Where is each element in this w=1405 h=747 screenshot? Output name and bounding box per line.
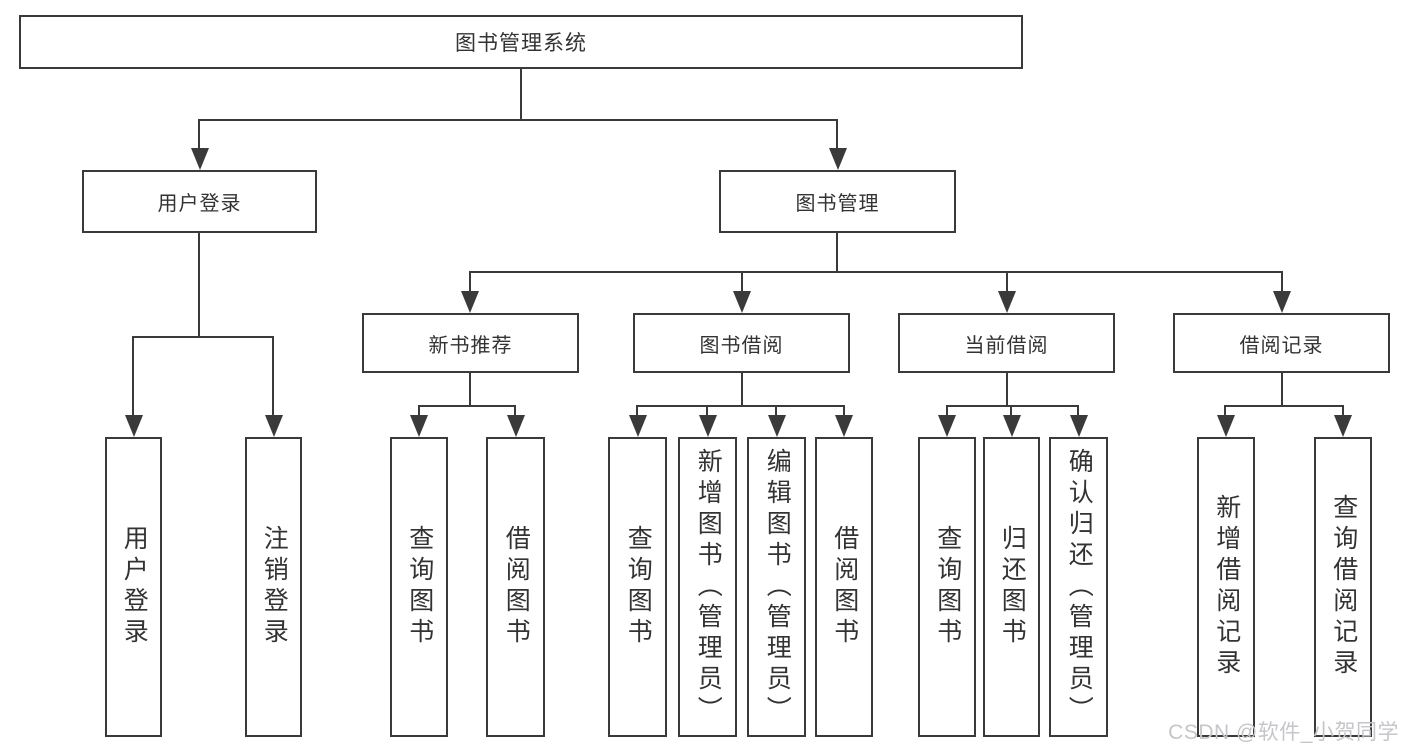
connector-current-branch: [946, 405, 1079, 407]
leaf-query-books-current: 查询图书: [918, 437, 976, 737]
arrowhead-down-borrow-books-recommend: [507, 415, 525, 437]
leaf-user-login: 用户登录: [105, 437, 162, 737]
arrowhead-down-user-login: [191, 148, 209, 170]
leaf-add-borrow-record-label: 新增借阅记录: [1212, 494, 1241, 680]
node-book-borrowing: 图书借阅: [633, 313, 850, 373]
connector-stem-leaf-logout: [272, 336, 274, 417]
leaf-confirm-return-admin: 确认归还（管理员）: [1049, 437, 1108, 737]
connector-stem-current-borrowing: [1006, 271, 1008, 293]
connector-user-login-trunk: [198, 233, 200, 337]
leaf-user-login-label: 用户登录: [120, 525, 149, 649]
arrowhead-down-confirm-return-admin: [1070, 415, 1088, 437]
leaf-logout: 注销登录: [245, 437, 302, 737]
leaf-query-books-recommend-label: 查询图书: [405, 525, 434, 649]
leaf-add-borrow-record: 新增借阅记录: [1197, 437, 1255, 737]
leaf-borrow-books-borrowing: 借阅图书: [815, 437, 873, 737]
arrowhead-down-leaf-logout: [265, 415, 283, 437]
connector-root-trunk: [520, 69, 522, 121]
connector-book-management-trunk: [836, 233, 838, 273]
watermark: CSDN @软件_小贺同学: [1168, 721, 1399, 744]
arrowhead-down-query-borrow-record: [1334, 415, 1352, 437]
connector-current-trunk: [1006, 373, 1008, 406]
connector-borrowing-trunk: [741, 373, 743, 406]
leaf-borrow-books-recommend: 借阅图书: [486, 437, 545, 737]
connector-stem-user-login: [198, 119, 200, 150]
connector-stem-leaf-user-login: [132, 336, 134, 417]
connector-stem-query-borrow-record: [1342, 405, 1344, 417]
leaf-query-books-borrowing: 查询图书: [608, 437, 667, 737]
connector-stem-borrow-books-borrowing: [843, 405, 845, 417]
node-root: 图书管理系统: [19, 15, 1023, 69]
leaf-query-borrow-record-label: 查询借阅记录: [1329, 494, 1358, 680]
connector-stem-book-management: [836, 119, 838, 150]
arrowhead-down-borrow-books-borrowing: [835, 415, 853, 437]
arrowhead-down-return-books: [1003, 415, 1021, 437]
connector-stem-borrowing-records: [1281, 271, 1283, 293]
node-borrowing-records: 借阅记录: [1173, 313, 1390, 373]
arrowhead-down-add-book-admin: [699, 415, 717, 437]
node-current-borrowing: 当前借阅: [898, 313, 1115, 373]
connector-stem-add-borrow-record: [1224, 405, 1226, 417]
connector-level3-branch: [469, 271, 1283, 273]
connector-stem-borrow-books-recommend: [514, 405, 516, 417]
node-book-management-label: 图书管理: [795, 193, 880, 215]
arrowhead-down-query-books-borrowing: [629, 415, 647, 437]
node-new-book-recommend: 新书推荐: [362, 313, 579, 373]
node-book-management: 图书管理: [719, 170, 956, 233]
connector-stem-query-books-recommend: [418, 405, 420, 417]
arrowhead-down-book-borrowing: [733, 291, 751, 313]
arrowhead-down-query-books-current: [938, 415, 956, 437]
node-root-label: 图书管理系统: [455, 32, 587, 55]
leaf-add-book-admin-label: 新增图书（管理员）: [694, 447, 723, 727]
arrowhead-down-book-management: [829, 148, 847, 170]
arrowhead-down-edit-book-admin: [768, 415, 786, 437]
arrowhead-down-leaf-user-login: [125, 415, 143, 437]
leaf-query-borrow-record: 查询借阅记录: [1314, 437, 1372, 737]
leaf-borrow-books-borrowing-label: 借阅图书: [830, 525, 859, 649]
node-user-login: 用户登录: [82, 170, 317, 233]
connector-records-trunk: [1281, 373, 1283, 406]
connector-stem-new-book-recommend: [469, 271, 471, 293]
connector-stem-query-books-borrowing: [636, 405, 638, 417]
leaf-borrow-books-recommend-label: 借阅图书: [502, 525, 531, 649]
node-borrowing-records-label: 借阅记录: [1239, 334, 1324, 357]
leaf-return-books: 归还图书: [983, 437, 1040, 737]
node-user-login-label: 用户登录: [157, 193, 242, 215]
leaf-query-books-borrowing-label: 查询图书: [624, 525, 653, 649]
connector-root-branch: [198, 119, 838, 121]
arrowhead-down-current-borrowing: [998, 291, 1016, 313]
leaf-edit-book-admin-label: 编辑图书（管理员）: [763, 447, 792, 727]
leaf-confirm-return-admin-label: 确认归还（管理员）: [1065, 447, 1094, 727]
leaf-add-book-admin: 新增图书（管理员）: [678, 437, 737, 737]
connector-user-login-branch: [132, 336, 274, 338]
connector-records-branch: [1224, 405, 1344, 407]
connector-recommend-branch: [418, 405, 516, 407]
node-book-borrowing-label: 图书借阅: [699, 334, 784, 357]
connector-borrowing-branch: [636, 405, 845, 407]
leaf-query-books-recommend: 查询图书: [390, 437, 448, 737]
connector-stem-return-books: [1010, 405, 1012, 417]
connector-stem-query-books-current: [946, 405, 948, 417]
arrowhead-down-new-book-recommend: [461, 291, 479, 313]
arrowhead-down-add-borrow-record: [1217, 415, 1235, 437]
arrowhead-down-borrowing-records: [1273, 291, 1291, 313]
connector-stem-add-book-admin: [706, 405, 708, 417]
leaf-return-books-label: 归还图书: [998, 525, 1027, 649]
leaf-logout-label: 注销登录: [260, 525, 289, 649]
node-new-book-recommend-label: 新书推荐: [428, 334, 513, 357]
arrowhead-down-query-books-recommend: [410, 415, 428, 437]
connector-stem-book-borrowing: [741, 271, 743, 293]
leaf-edit-book-admin: 编辑图书（管理员）: [747, 437, 806, 737]
connector-stem-edit-book-admin: [775, 405, 777, 417]
connector-stem-confirm-return-admin: [1077, 405, 1079, 417]
leaf-query-books-current-label: 查询图书: [933, 525, 962, 649]
connector-recommend-trunk: [469, 373, 471, 406]
node-current-borrowing-label: 当前借阅: [964, 334, 1049, 357]
